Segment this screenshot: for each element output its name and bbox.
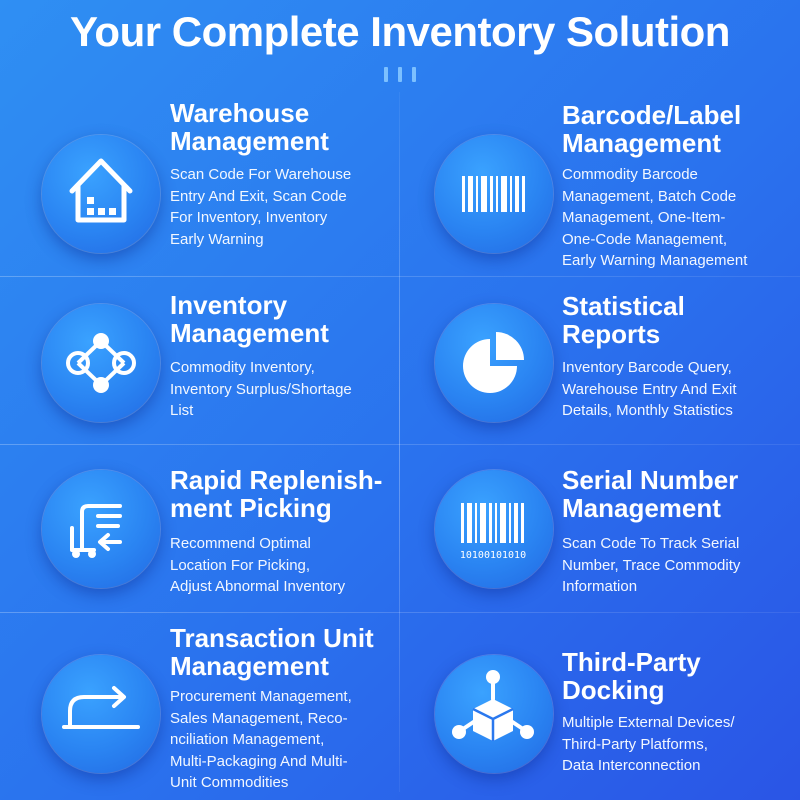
cube-network-icon xyxy=(452,670,534,741)
feature-desc-inventory: Commodity Inventory, Inventory Surplus/S… xyxy=(170,359,352,419)
barcode-icon-circle xyxy=(435,135,553,253)
feature-title-docking: Third-Party Docking xyxy=(562,647,701,705)
feature-desc-docking: Multiple External Devices/ Third-Party P… xyxy=(562,714,735,774)
feature-desc-reports: Inventory Barcode Query, Warehouse Entry… xyxy=(562,359,737,419)
feature-desc-serial: Scan Code To Track Serial Number, Trace … xyxy=(562,535,741,595)
title-accent-bars xyxy=(382,67,418,83)
feature-title-picking: Rapid Replenish- ment Picking xyxy=(170,465,383,523)
serial-barcode-icon: 10100101010 xyxy=(460,503,526,561)
feature-title-inventory: Inventory Management xyxy=(170,290,329,348)
feature-title-barcode: Barcode/Label Management xyxy=(562,100,742,158)
redirect-arrow-icon xyxy=(62,686,140,729)
pie-chart-icon xyxy=(463,332,524,393)
row-divider-3 xyxy=(0,612,800,613)
inventory-icon-circle xyxy=(42,304,160,422)
feature-desc-barcode: Commodity Barcode Management, Batch Code… xyxy=(562,166,748,269)
feature-desc-warehouse: Scan Code For Warehouse Entry And Exit, … xyxy=(170,166,352,248)
warehouse-icon-circle xyxy=(42,135,160,253)
warehouse-icon xyxy=(69,158,133,223)
center-divider xyxy=(399,92,400,792)
barcode-icon xyxy=(462,176,525,212)
feature-title-reports: Statistical Reports xyxy=(562,291,685,349)
page-title: Your Complete Inventory Solution xyxy=(70,8,730,55)
row-divider-2 xyxy=(0,444,800,445)
feature-desc-picking: Recommend Optimal Location For Picking, … xyxy=(170,535,346,595)
reports-icon-circle xyxy=(435,304,553,422)
picking-cart-icon xyxy=(70,504,122,558)
network-nodes-icon xyxy=(66,333,136,393)
docking-icon-circle xyxy=(435,655,553,773)
picking-icon-circle xyxy=(42,470,160,588)
feature-desc-transaction: Procurement Management, Sales Management… xyxy=(170,688,352,791)
feature-title-warehouse: Warehouse Management xyxy=(170,98,329,156)
transaction-icon-circle xyxy=(42,655,160,773)
feature-title-serial: Serial Number Management xyxy=(562,465,739,523)
serial-number-text: 10100101010 xyxy=(460,550,526,561)
feature-title-transaction: Transaction Unit Management xyxy=(170,623,374,681)
row-divider-1 xyxy=(0,276,800,277)
serial-icon-circle: 10100101010 xyxy=(435,470,553,588)
